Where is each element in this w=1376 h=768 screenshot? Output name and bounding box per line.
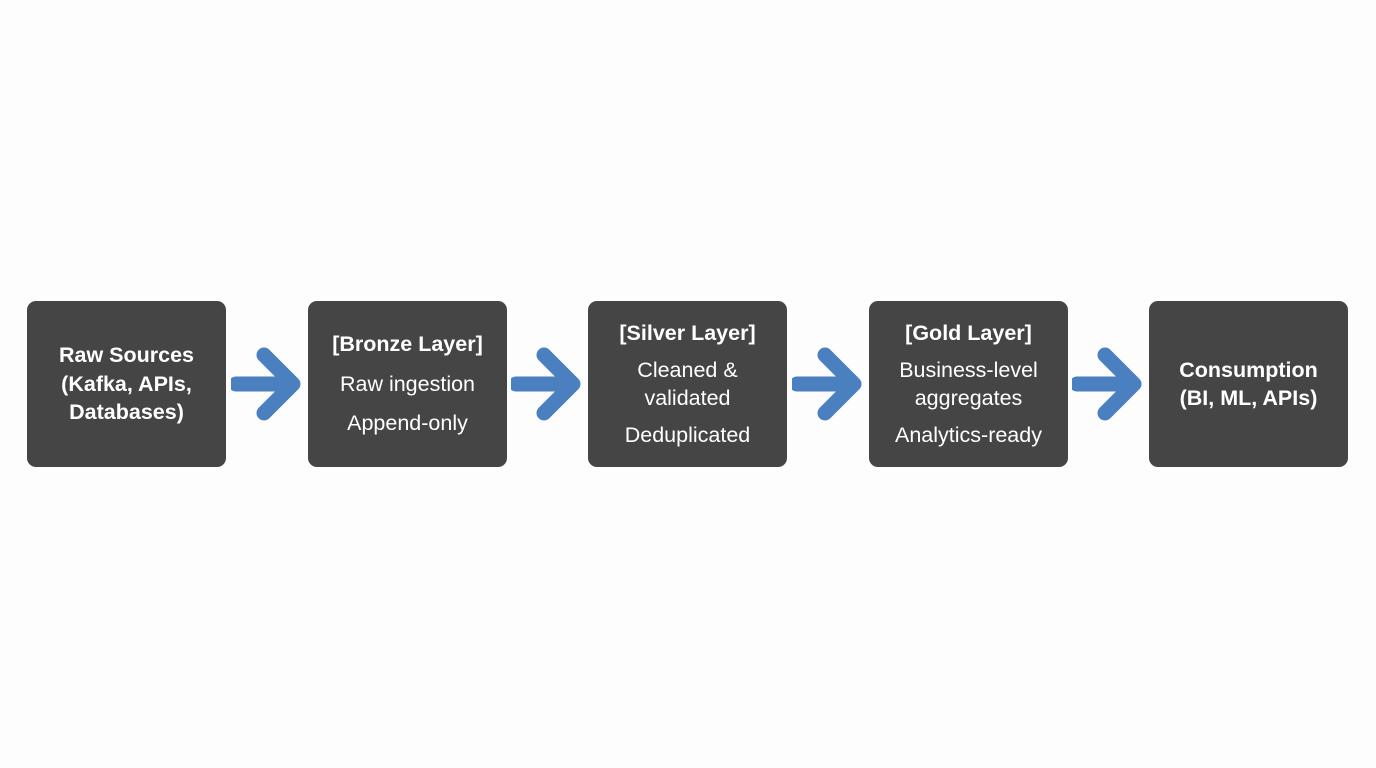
silver-layer-line-1: Cleaned & validated (637, 357, 738, 411)
bronze-layer-box: [Bronze Layer] Raw ingestion Append-only (308, 301, 507, 467)
consumption-title: Consumption (BI, ML, APIs) (1179, 357, 1318, 411)
gold-layer-title: [Gold Layer] (905, 321, 1032, 345)
right-arrow-icon (231, 347, 301, 421)
silver-layer-title: [Silver Layer] (619, 321, 756, 345)
bronze-layer-title: [Bronze Layer] (332, 332, 483, 357)
raw-sources-title: Raw Sources (Kafka, APIs, Databases) (58, 343, 195, 425)
right-arrow-icon (792, 347, 862, 421)
raw-sources-box: Raw Sources (Kafka, APIs, Databases) (27, 301, 226, 467)
gold-layer-line-1: Business-level aggregates (899, 357, 1038, 411)
consumption-box: Consumption (BI, ML, APIs) (1149, 301, 1348, 467)
right-arrow-icon (1072, 347, 1142, 421)
silver-layer-box: [Silver Layer] Cleaned & validated Dedup… (588, 301, 787, 467)
bronze-layer-line-2: Append-only (347, 411, 468, 436)
right-arrow-icon (511, 347, 581, 421)
bronze-layer-line-1: Raw ingestion (339, 371, 476, 396)
gold-layer-box: [Gold Layer] Business-level aggregates A… (869, 301, 1068, 467)
silver-layer-line-2: Deduplicated (624, 422, 751, 447)
gold-layer-line-2: Analytics-ready (895, 422, 1042, 447)
